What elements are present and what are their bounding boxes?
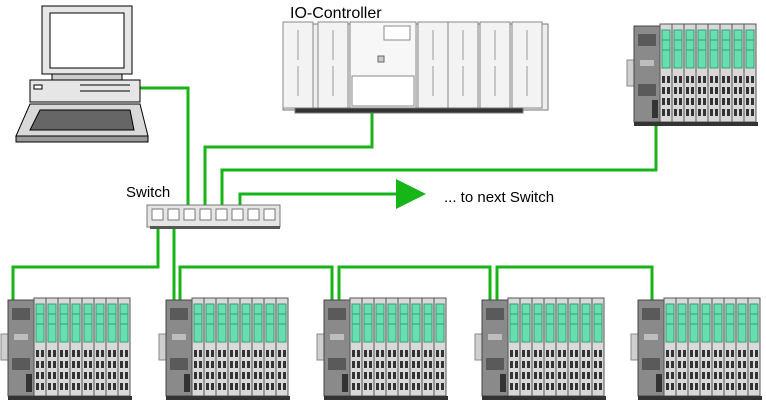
switch-port <box>263 208 276 221</box>
cable-next-switch <box>238 179 426 209</box>
cable-io-2-3 <box>178 265 334 300</box>
cable-switch-io-1 <box>11 228 160 300</box>
switch-label: Switch <box>126 184 170 201</box>
cable-io-4-5 <box>495 265 654 300</box>
switch-port <box>199 208 212 221</box>
io-device-module-icon <box>474 297 606 400</box>
io-controller-rack-icon: IO-Controller <box>282 5 549 114</box>
switch-port <box>231 208 244 221</box>
io-device-module-icon <box>626 23 758 126</box>
switch-port <box>167 208 180 221</box>
pc-computer-icon <box>15 5 149 143</box>
cable-io-3-4 <box>337 265 492 300</box>
io-devices <box>0 23 762 400</box>
switch-port <box>183 208 196 221</box>
controller-label: IO-Controller <box>290 5 382 22</box>
cable-pc-switch <box>138 86 190 205</box>
network-cables <box>11 86 658 300</box>
io-device-module-icon <box>0 297 132 400</box>
network-switch-icon: Switch <box>126 184 281 229</box>
cable-io-top-switch <box>220 118 658 205</box>
switch-port <box>247 208 260 221</box>
io-device-module-icon <box>316 297 448 400</box>
io-device-module-icon <box>158 297 290 400</box>
switch-port <box>151 208 164 221</box>
cable-controller-switch <box>203 112 374 205</box>
switch-port <box>215 208 228 221</box>
next-switch-label: ... to next Switch <box>444 189 554 206</box>
io-device-module-icon <box>630 297 762 400</box>
